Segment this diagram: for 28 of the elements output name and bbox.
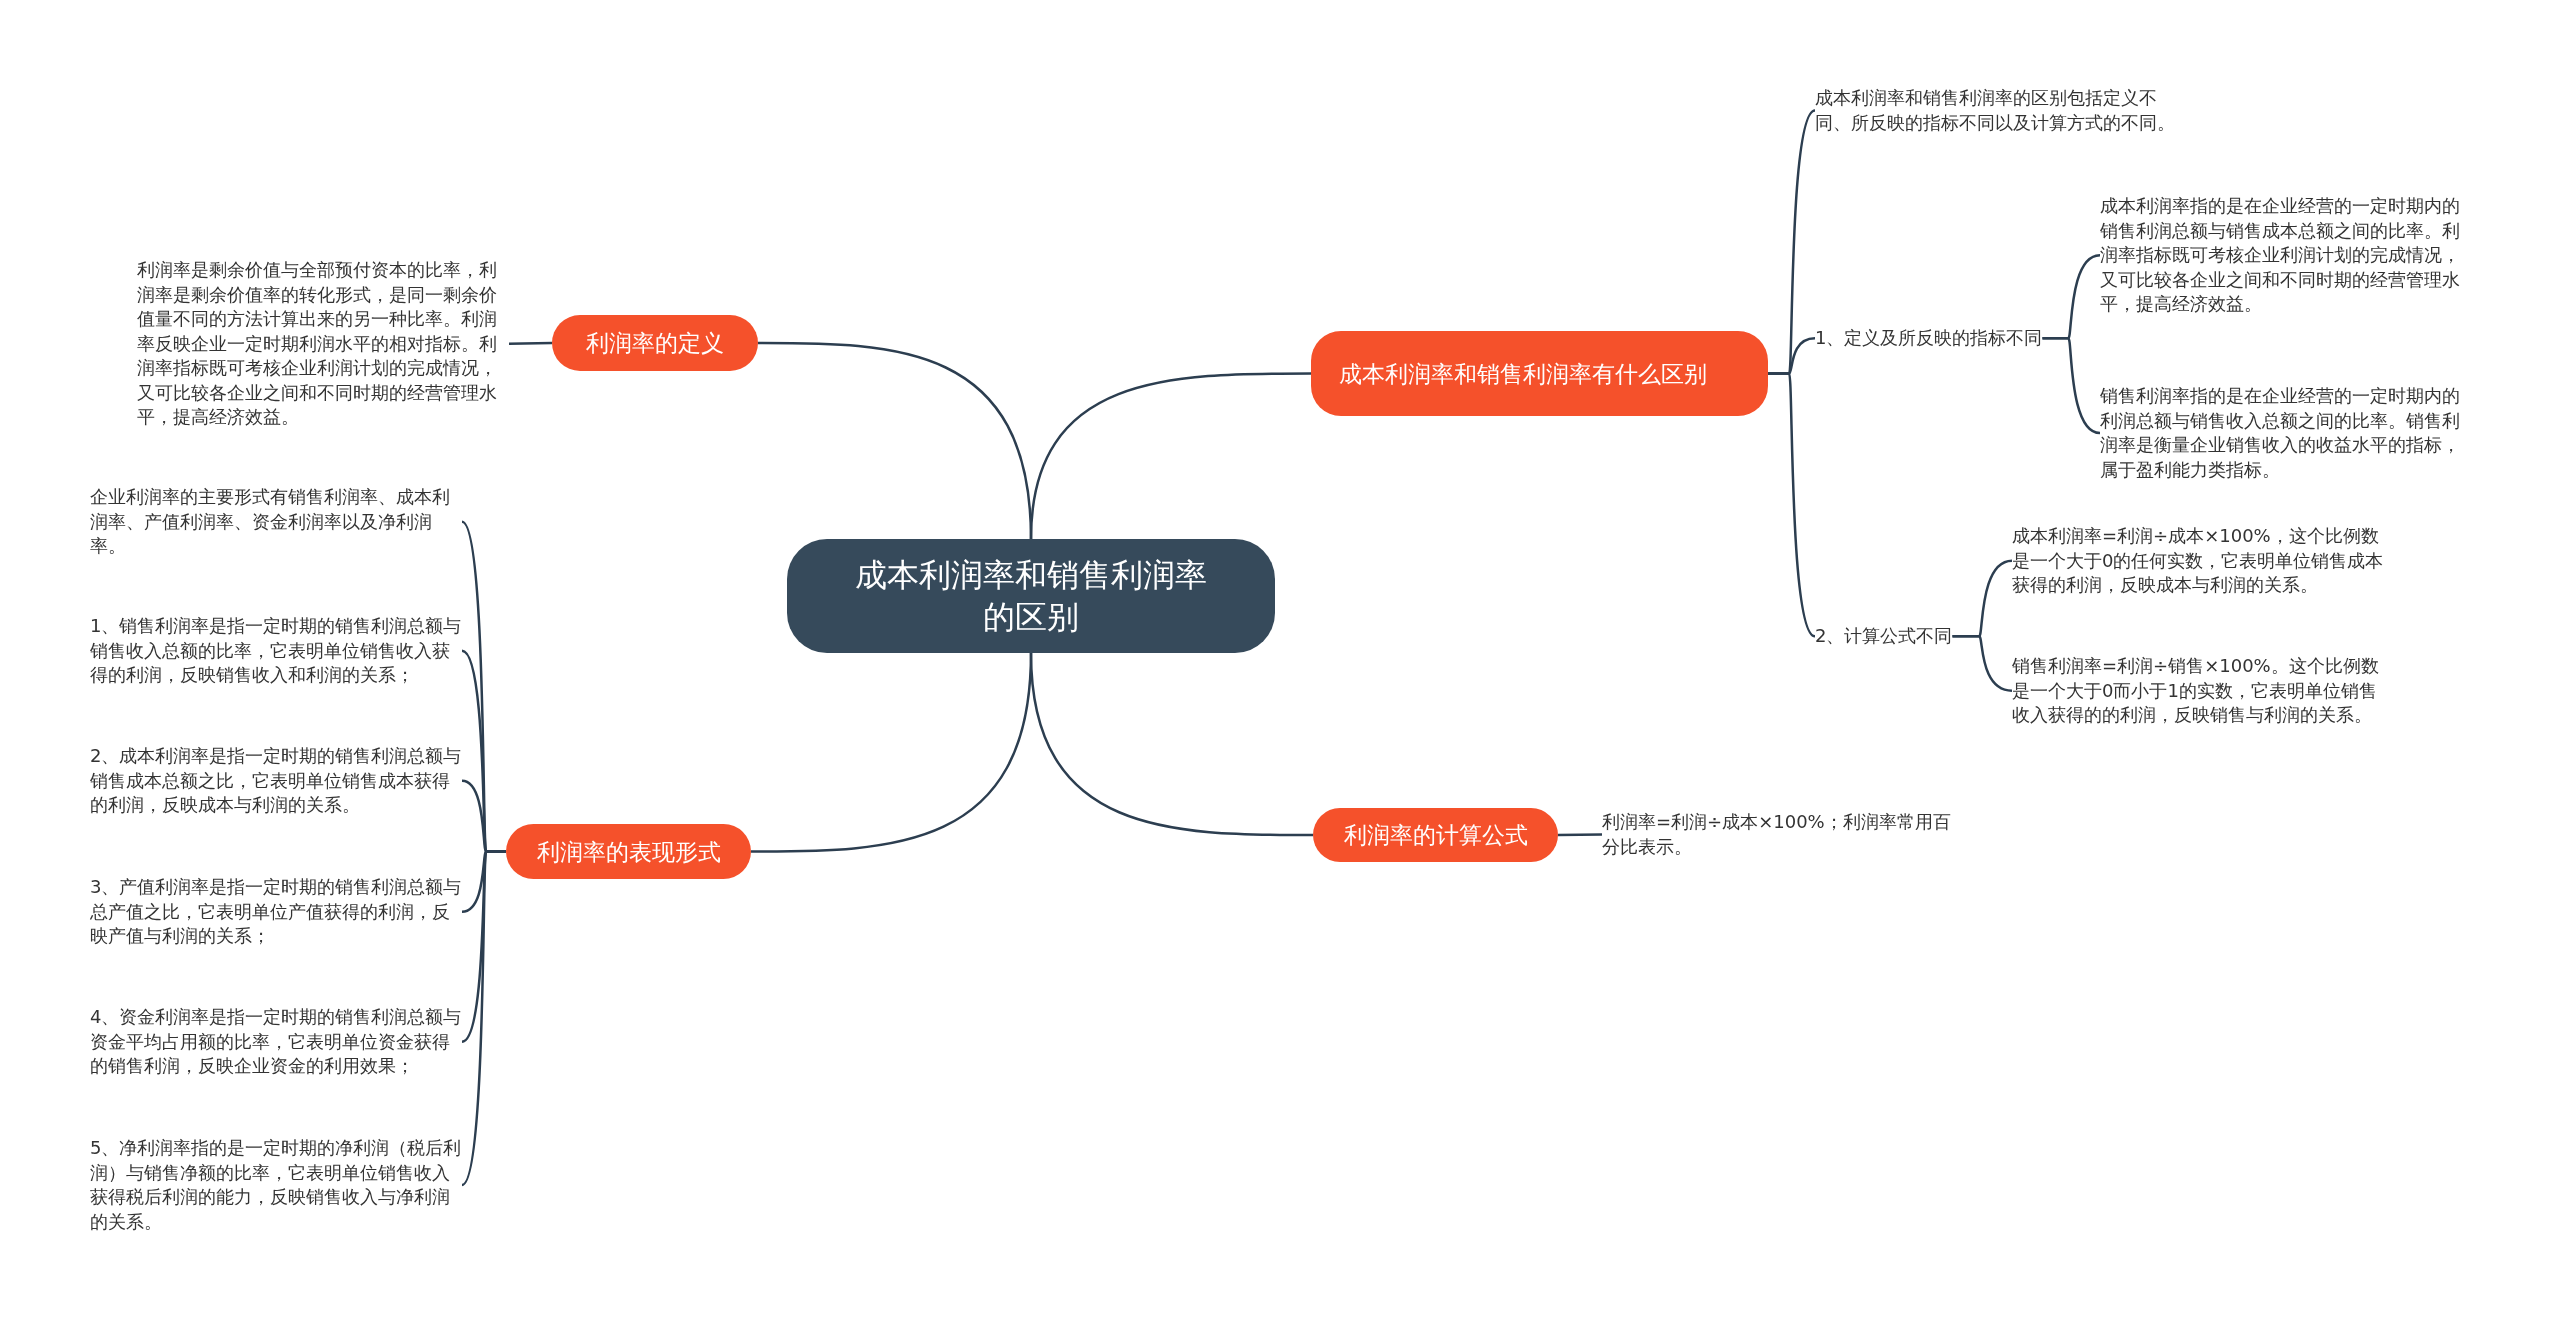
note-text: 1、定义及所反映的指标不同 (1815, 326, 2043, 351)
note-text: 利润率是剩余价值与全部预付资本的比率，利润率是剩余价值率的转化形式，是同一剩余价值量不同的方法计算出来的另一种比率。利润率反映企业一定时期利润水平的相对指标。利润率指标既可考核企业利润计划的完成情况，又可比较各企业之间和不同时期的经营管理水平，提高经济效益。 (137, 258, 509, 430)
connector (508, 341, 553, 345)
note-text: 3、产值利润率是指一定时期的销售利润总额与总产值之比，它表明单位产值获得的利润，反映产值与利润的关系； (90, 875, 462, 949)
note-text: 销售利润率=利润÷销售×100%。这个比例数是一个大于0而小于1的实数，它表明单位销售收入获得的的利润，反映销售与利润的关系。 (2012, 654, 2384, 728)
branch-box: 利润率的定义 (552, 315, 758, 371)
connector (1558, 833, 1602, 837)
note-text: 5、净利润率指的是一定时期的净利润（税后利润）与销售净额的比率，它表明单位销售收入获得税后利润的能力，反映销售收入与净利润的关系。 (90, 1136, 462, 1234)
branch-box: 利润率的表现形式 (506, 824, 751, 879)
branch-box: 利润率的计算公式 (1313, 808, 1558, 862)
connector (2042, 337, 2101, 435)
connector (1952, 635, 2013, 692)
note-text: 利润率=利润÷成本×100%；利润率常用百分比表示。 (1602, 810, 1968, 859)
note-text: 2、成本利润率是指一定时期的销售利润总额与销售成本总额之比，它表明单位销售成本获得的利润，反映成本与利润的关系。 (90, 744, 462, 818)
note-text: 成本利润率指的是在企业经营的一定时期内的销售利润总额与销售成本总额之间的比率。利润率指标既可考核企业利润计划的完成情况，又可比较各企业之间和不同时期的经营管理水平，提高经济效益。 (2100, 194, 2472, 317)
note-text: 企业利润率的主要形式有销售利润率、成本利润率、产值利润率、资金利润率以及净利润率。 (90, 485, 462, 559)
connector (1029, 652, 1313, 837)
connector (461, 850, 506, 1186)
connector (758, 341, 1033, 540)
note-text: 成本利润率和销售利润率的区别包括定义不同、所反映的指标不同以及计算方式的不同。 (1815, 86, 2187, 135)
connector (1768, 372, 1816, 638)
note-text: 成本利润率=利润÷成本×100%，这个比例数是一个大于0的任何实数，它表明单位销售成本获得的利润，反映成本与利润的关系。 (2012, 524, 2384, 598)
topic-box: 成本利润率和销售利润率的区别 (787, 539, 1275, 653)
note-text: 1、销售利润率是指一定时期的销售利润总额与销售收入总额的比率，它表明单位销售收入获得的利润，反映销售收入和利润的关系； (90, 614, 462, 688)
branch-box: 成本利润率和销售利润率有什么区别 (1311, 331, 1768, 416)
note-text: 2、计算公式不同 (1815, 624, 1953, 649)
note-text: 4、资金利润率是指一定时期的销售利润总额与资金平均占用额的比率，它表明单位资金获得的销售利润，反映企业资金的利用效果； (90, 1005, 462, 1079)
note-text: 销售利润率指的是在企业经营的一定时期内的利润总额与销售收入总额之间的比率。销售利润率是衡量企业销售收入的收益水平的指标，属于盈利能力类指标。 (2100, 384, 2472, 482)
